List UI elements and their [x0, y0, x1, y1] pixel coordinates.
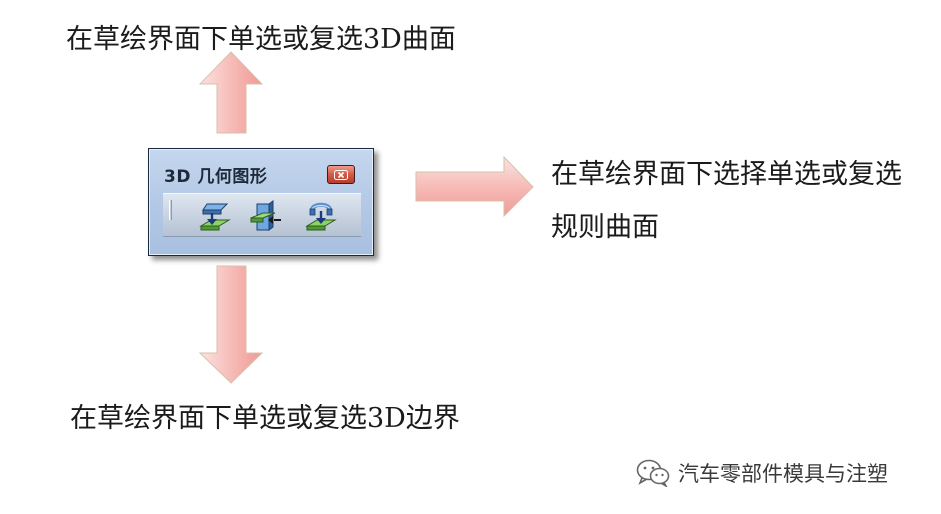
arrow-down-icon: [199, 265, 263, 384]
select-ruled-surface-button[interactable]: [249, 200, 283, 234]
annotation-top: 在草绘界面下单选或复选3D曲面: [66, 24, 456, 55]
close-icon: [334, 169, 348, 180]
tool-row: [163, 193, 361, 237]
select-3d-boundary-button[interactable]: [303, 200, 337, 234]
watermark-text: 汽车零部件模具与注塑: [678, 462, 888, 486]
toolbar-title: 3D 几何图形: [164, 167, 268, 187]
ruled-surface-icon: [250, 200, 281, 231]
watermark: 汽车零部件模具与注塑: [636, 458, 888, 488]
annotation-bottom: 在草绘界面下单选或复选3D边界: [70, 403, 460, 434]
boundary-3d-icon: [305, 202, 337, 231]
arrow-right-icon: [415, 156, 534, 218]
toolbar-grip[interactable]: [169, 200, 172, 220]
geometry-3d-toolbar[interactable]: 3D 几何图形: [148, 148, 374, 256]
select-3d-surface-button[interactable]: [197, 200, 231, 234]
wechat-icon: [636, 459, 670, 487]
annotation-right: 在草绘界面下选择单选或复选规则曲面: [551, 159, 902, 243]
arrow-up-icon: [199, 51, 263, 134]
close-button[interactable]: [327, 165, 355, 184]
surface-3d-icon: [199, 203, 231, 231]
